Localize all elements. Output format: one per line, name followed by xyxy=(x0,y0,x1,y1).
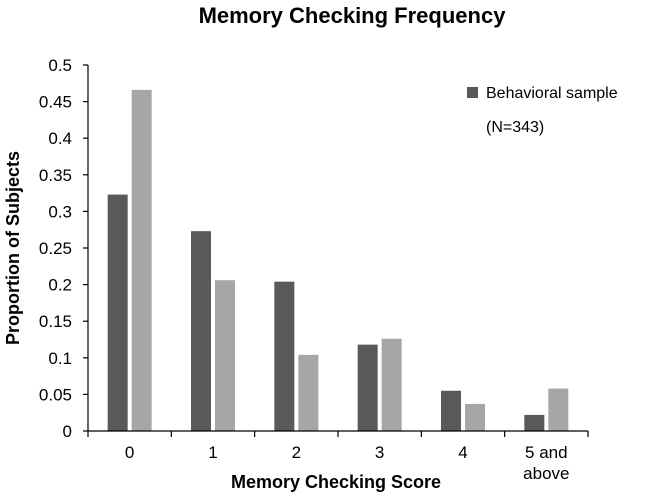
y-tick-label: 0.4 xyxy=(48,129,72,148)
bar-series-2-4 xyxy=(465,403,485,431)
bar-series-1-0 xyxy=(107,194,128,431)
bar-series-1-3 xyxy=(357,344,378,431)
bar-series-2-5 xyxy=(548,388,569,431)
x-axis-title: Memory Checking Score xyxy=(231,472,441,492)
y-tick-label: 0.45 xyxy=(39,93,72,112)
bar-series-2-0 xyxy=(131,89,152,431)
bar-series-1-2 xyxy=(274,281,295,431)
x-tick-label: 4 xyxy=(458,443,467,462)
legend: Behavioral sample (N=343) xyxy=(467,85,618,136)
x-tick-label: 3 xyxy=(375,443,384,462)
bar-series-1-1 xyxy=(191,231,211,431)
legend-note: (N=343) xyxy=(486,119,544,136)
y-tick-label: 0 xyxy=(63,422,72,441)
bar-series-2-3 xyxy=(381,338,402,431)
bar-series-2-1 xyxy=(215,280,235,431)
y-tick-label: 0.5 xyxy=(48,56,72,75)
y-tick-label: 0.3 xyxy=(48,202,72,221)
x-tick-label: 1 xyxy=(208,443,217,462)
bar-series-1-5 xyxy=(524,414,545,431)
bars xyxy=(107,89,569,431)
y-tick-label: 0.35 xyxy=(39,166,72,185)
bar-series-2-2 xyxy=(298,354,319,431)
y-tick-label: 0.15 xyxy=(39,312,72,331)
chart-title: Memory Checking Frequency xyxy=(199,3,507,28)
y-axis-title: Proportion of Subjects xyxy=(3,151,23,345)
y-tick-label: 0.25 xyxy=(39,239,72,258)
bar-series-1-4 xyxy=(441,390,461,431)
legend-label: Behavioral sample xyxy=(486,85,618,102)
y-axis: 0 0.05 0.1 0.15 0.2 0.25 0.3 0.35 0.4 0.45 0.5 xyxy=(39,56,88,441)
y-tick-label: 0.2 xyxy=(48,276,72,295)
y-tick-label: 0.05 xyxy=(39,385,72,404)
legend-swatch xyxy=(467,87,478,98)
x-tick-label: 2 xyxy=(292,443,301,462)
y-tick-label: 0.1 xyxy=(48,349,72,368)
x-tick-label: 0 xyxy=(125,443,134,462)
